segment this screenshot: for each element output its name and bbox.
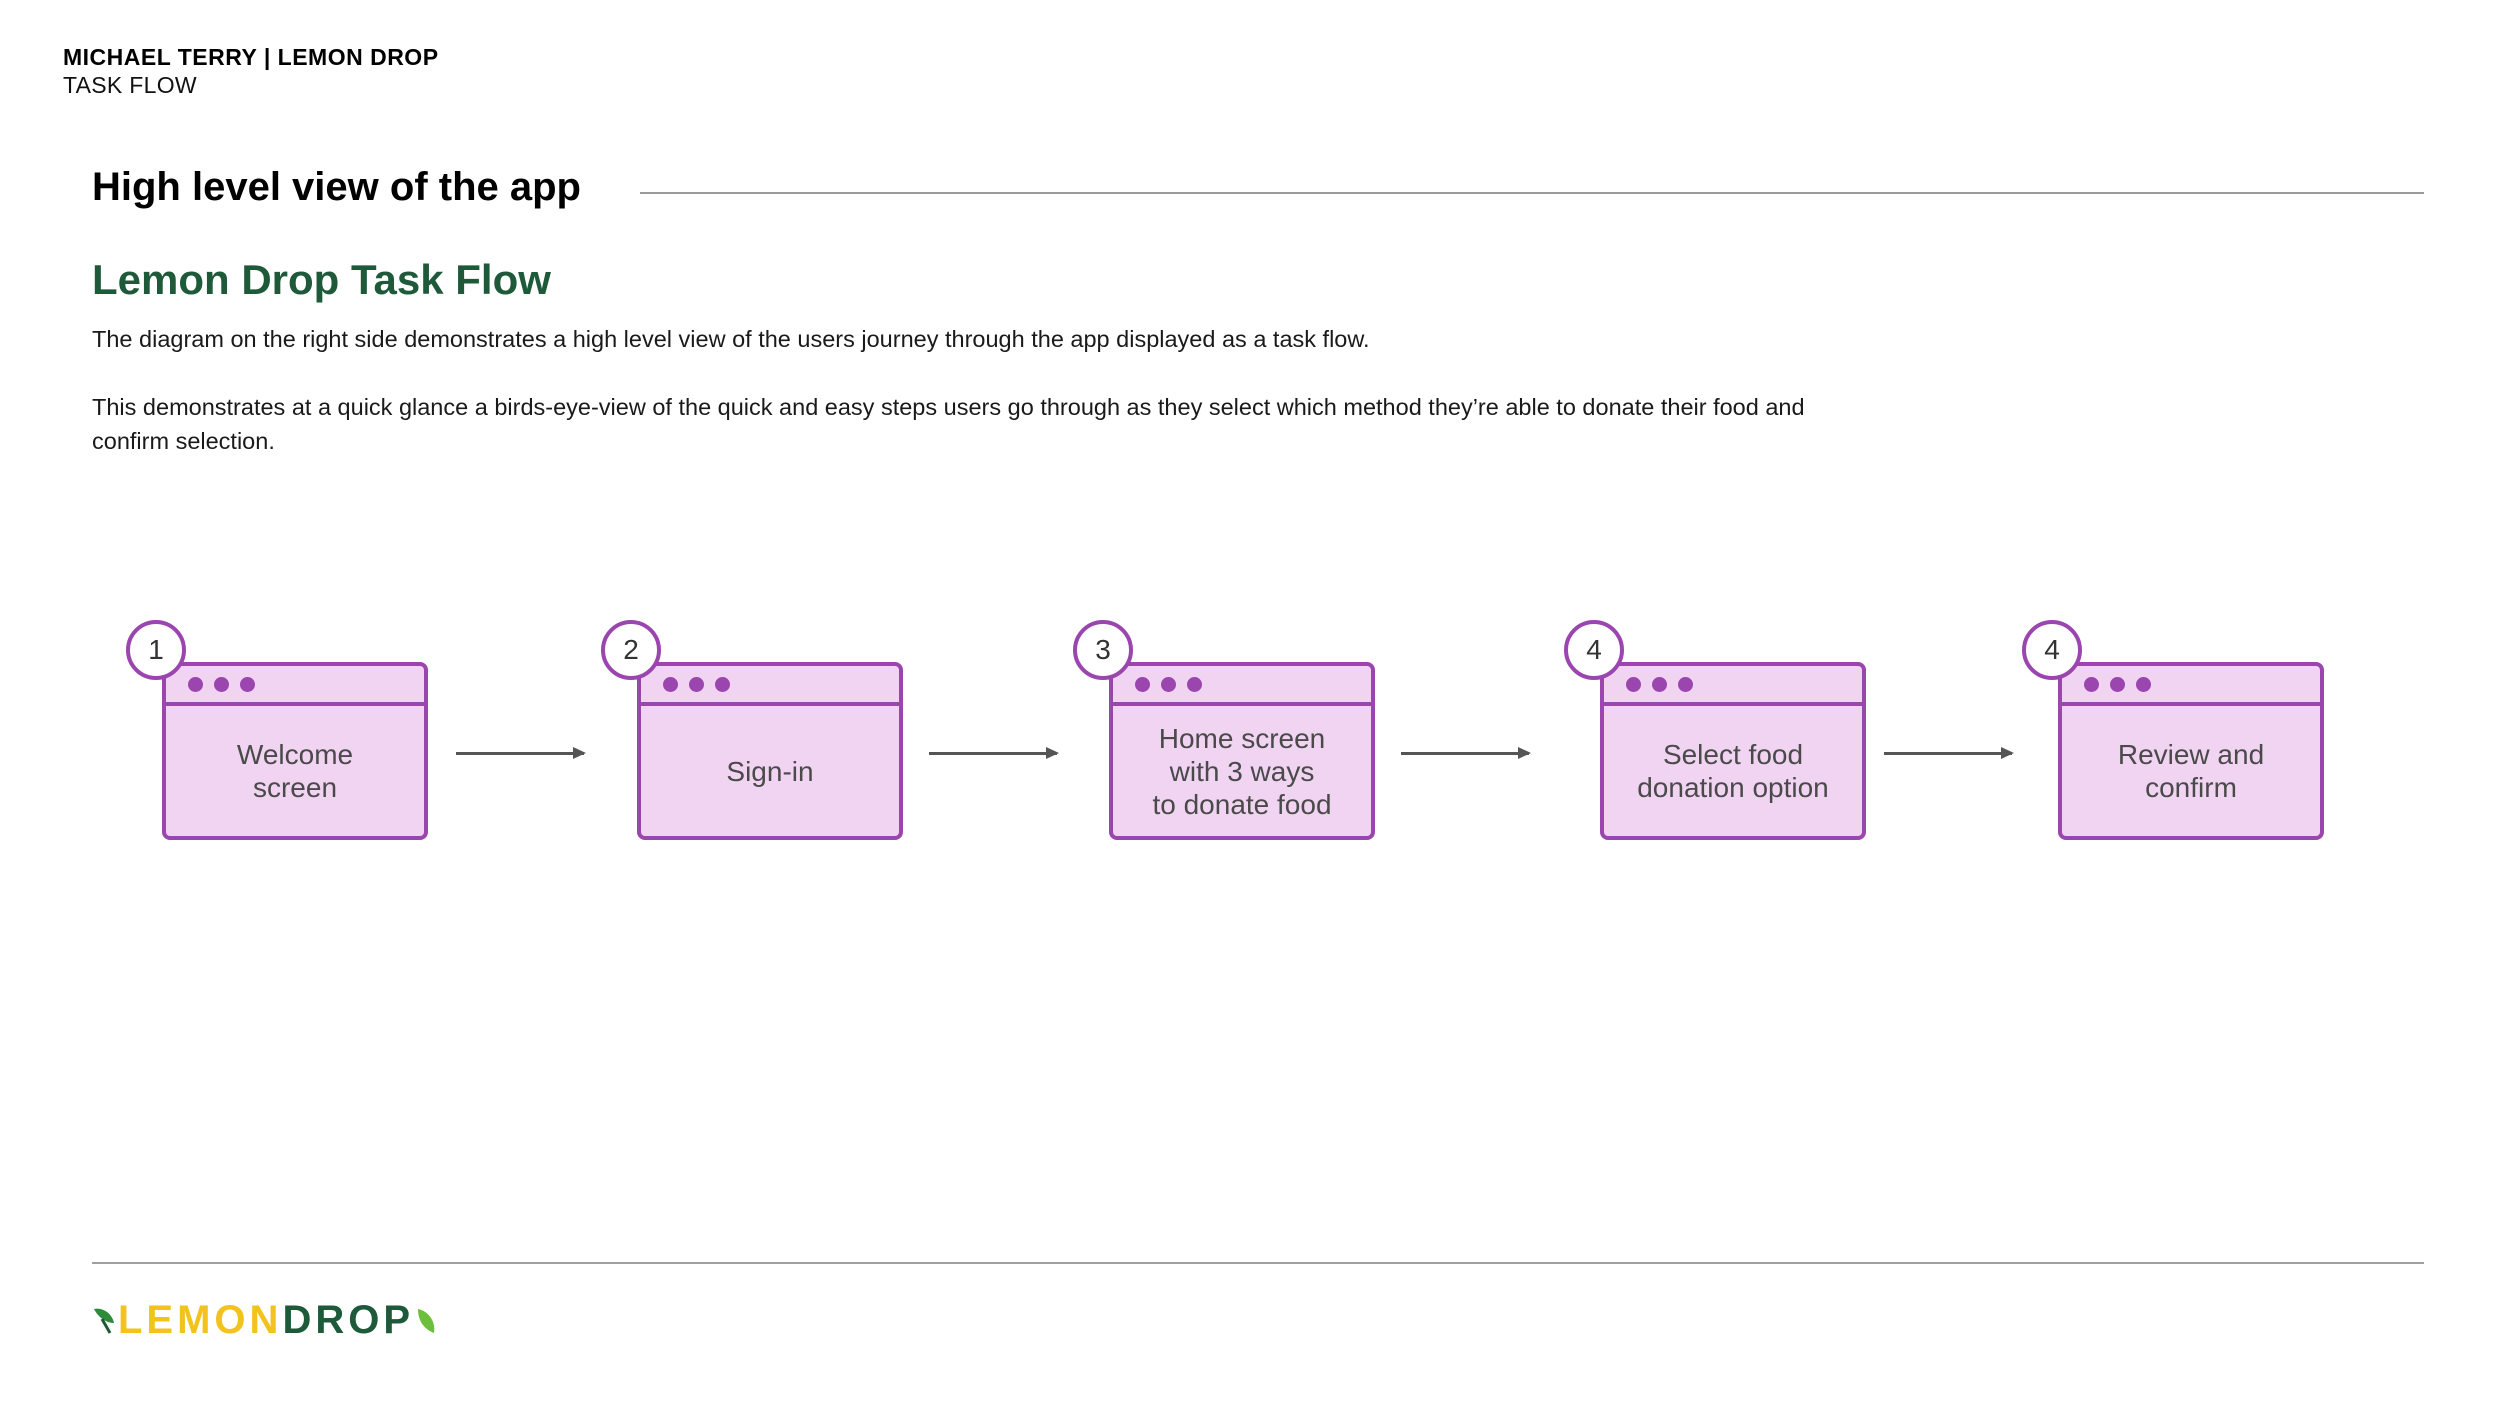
browser-window-icon: Sign-in (637, 662, 903, 840)
window-dot-icon (1161, 677, 1176, 692)
leaf-icon (94, 1308, 114, 1334)
flow-step-4: Select food donation option 4 (1564, 620, 1866, 840)
browser-window-icon: Welcome screen (162, 662, 428, 840)
flow-step-5: Review and confirm 4 (2022, 620, 2324, 840)
flow-arrow (1884, 747, 2014, 759)
window-dot-icon (715, 677, 730, 692)
browser-window-icon: Select food donation option (1600, 662, 1866, 840)
window-dot-icon (689, 677, 704, 692)
header-section-label: TASK FLOW (63, 72, 197, 98)
window-title-bar (2062, 666, 2320, 706)
flow-arrow (456, 747, 586, 759)
logo-drop-text: DROP (282, 1297, 415, 1342)
window-title-bar (1113, 666, 1371, 706)
description-paragraph-2: This demonstrates at a quick glance a bi… (92, 394, 1805, 454)
flow-arrow (929, 747, 1059, 759)
window-dot-icon (2136, 677, 2151, 692)
flow-step-2: Sign-in 2 (601, 620, 903, 840)
logo-lemon-text: LEMON (118, 1297, 283, 1342)
flow-step-1: Welcome screen 1 (126, 620, 428, 840)
flow-subtitle: Lemon Drop Task Flow (92, 256, 551, 303)
section-divider (640, 192, 2424, 194)
step-label: Welcome screen (236, 739, 354, 803)
step-number-badge: 4 (1564, 620, 1624, 680)
step-number-badge: 1 (126, 620, 186, 680)
window-dot-icon (663, 677, 678, 692)
section-title: High level view of the app (92, 165, 581, 209)
step-number-badge: 3 (1073, 620, 1133, 680)
header-author: MICHAEL TERRY | LEMON DROP (63, 44, 439, 70)
window-dot-icon (1135, 677, 1150, 692)
footer-divider (92, 1262, 2424, 1264)
browser-window-icon: Home screen with 3 ways to donate food (1109, 662, 1375, 840)
window-dot-icon (2084, 677, 2099, 692)
window-dot-icon (2110, 677, 2125, 692)
flow-arrow (1401, 747, 1531, 759)
window-dot-icon (240, 677, 255, 692)
flow-step-3: Home screen with 3 ways to donate food 3 (1073, 620, 1375, 840)
window-dot-icon (1652, 677, 1667, 692)
window-dot-icon (1678, 677, 1693, 692)
step-label: Review and confirm (2117, 739, 2265, 803)
step-number-badge: 4 (2022, 620, 2082, 680)
leaf-icon (418, 1309, 435, 1333)
window-dot-icon (214, 677, 229, 692)
window-dot-icon (1626, 677, 1641, 692)
window-dot-icon (188, 677, 203, 692)
window-title-bar (166, 666, 424, 706)
browser-window-icon: Review and confirm (2058, 662, 2324, 840)
window-dot-icon (1187, 677, 1202, 692)
step-number-badge: 2 (601, 620, 661, 680)
step-label: Sign-in (726, 755, 814, 787)
step-label: Select food donation option (1637, 739, 1829, 803)
window-title-bar (641, 666, 899, 706)
description-paragraph-1: The diagram on the right side demonstrat… (92, 326, 1370, 352)
step-label: Home screen with 3 ways to donate food (1152, 722, 1332, 820)
window-title-bar (1604, 666, 1862, 706)
